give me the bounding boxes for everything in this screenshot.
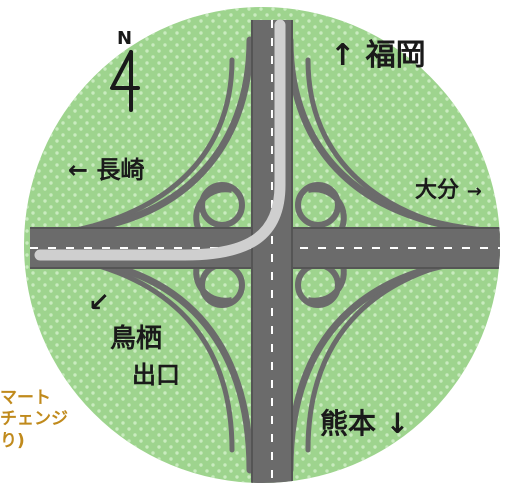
direction-west: ← 長崎 (68, 150, 144, 185)
label-exit: 出口 (132, 361, 180, 389)
direction-south: 熊本 ↓ (320, 402, 409, 442)
arrow-down-icon: ↓ (385, 407, 410, 440)
direction-north: ↑ 福岡 (330, 30, 426, 74)
arrow-up-icon: ↑ (330, 38, 356, 73)
compass: N (110, 28, 140, 112)
side-caption: マート チェンジ り) (0, 388, 68, 452)
side-caption-line1: マート (0, 388, 51, 408)
label-nagasaki: 長崎 (96, 156, 145, 184)
cloverleaf-loops (193, 182, 347, 308)
direction-southwest-line1: 鳥栖 (110, 318, 162, 355)
north-south-highway (251, 20, 293, 483)
direction-southwest-arrow: ↙ (88, 288, 110, 318)
arrow-down-left-icon: ↙ (88, 288, 110, 318)
direction-southwest-line2: 出口 (132, 355, 180, 390)
arrow-right-icon: → (466, 181, 482, 202)
label-tosu: 鳥栖 (110, 324, 163, 354)
label-oita: 大分 (415, 178, 460, 203)
highlighted-route (34, 19, 286, 261)
direction-east: 大分 → (415, 172, 482, 204)
side-caption-line3: り) (0, 430, 25, 451)
compass-letter: N (117, 28, 132, 49)
label-fukuoka: 福岡 (365, 38, 426, 73)
arrow-left-icon: ← (68, 156, 89, 184)
side-caption-line2: チェンジ (0, 409, 68, 430)
north-arrow-icon (110, 50, 140, 112)
label-kumamoto: 熊本 (320, 407, 377, 440)
